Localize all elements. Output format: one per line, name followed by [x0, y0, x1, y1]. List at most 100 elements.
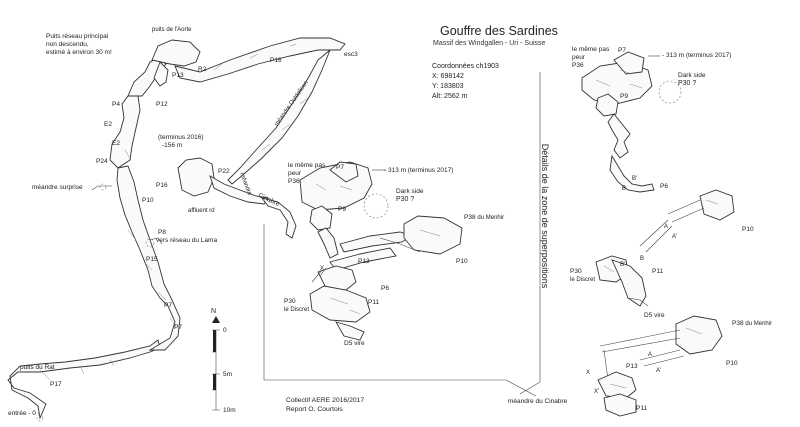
- label-p22: P22: [218, 168, 230, 175]
- label-a-prime-bot: A': [656, 368, 662, 374]
- note-le-meme-right: le même pas peur P36: [572, 46, 609, 70]
- label-b-prime-top: B': [632, 176, 638, 182]
- label-vers-lama: vers réseau du Lama: [156, 237, 218, 244]
- note-line: le Discret: [284, 307, 310, 313]
- label-p7-b: P7: [174, 324, 182, 331]
- main-passage: [7, 37, 346, 422]
- side-title: Détails de la zone de superpositions: [540, 143, 550, 289]
- label-p11-right-mid: P11: [652, 268, 664, 275]
- note-line: P30 ?: [396, 196, 415, 203]
- label-x-right: X: [586, 370, 591, 376]
- note-line: Dark side: [396, 188, 424, 195]
- label-p12: P12: [156, 101, 168, 108]
- note-line: peur: [288, 170, 302, 177]
- divider-line: [519, 72, 541, 395]
- note-line: P30 ?: [678, 80, 697, 87]
- note-terminus-2016: (terminus 2016) -156 m: [158, 134, 204, 150]
- note-line: P36: [288, 178, 300, 185]
- overlay-zone: [299, 161, 463, 341]
- label-p17: P17: [50, 381, 62, 388]
- label-scale-0: 0: [223, 327, 227, 334]
- credits: Collectif AERE 2016/2017 Report O. Court…: [286, 396, 364, 414]
- label-p10-main: P10: [142, 197, 154, 204]
- label-p4: P4: [112, 101, 120, 108]
- label-d5-right: D5 vire: [644, 312, 665, 319]
- label-p10-right-mid: P10: [742, 226, 754, 233]
- label-a-prime-mid: A': [672, 234, 678, 240]
- note-line: le Discret: [570, 277, 596, 283]
- note-line: le même pas: [288, 162, 326, 169]
- label-depth-313-center: - 313 m (terminus 2017): [384, 167, 454, 174]
- label-p10-right-bot: P10: [726, 360, 738, 367]
- detail-panel-middle: [595, 189, 735, 307]
- label-p6-center: P6: [381, 285, 389, 292]
- label-p16-top: P16: [270, 57, 282, 64]
- map-subtitle: Massif des Windgallen - Uri - Suisse: [433, 40, 546, 47]
- label-p9-center: P9: [338, 206, 346, 213]
- detail-panel-top: [581, 51, 682, 193]
- label-depth-313-right: - 313 m (terminus 2017): [662, 52, 732, 59]
- credits-line1: Collectif AERE 2016/2017: [286, 397, 365, 404]
- note-line: -156 m: [162, 142, 183, 149]
- label-scale-10m: 10m: [223, 407, 236, 414]
- map-title: Gouffre des Sardines: [440, 24, 558, 38]
- label-p7-right: P7: [618, 47, 626, 54]
- label-p38-right: P38 du Menhir: [732, 320, 772, 329]
- note-line: non descendu,: [46, 41, 89, 48]
- label-e2-2: E2: [112, 140, 120, 147]
- label-p38-center: P38 du Menhir: [464, 214, 504, 223]
- label-a-bot: A: [648, 352, 653, 358]
- note-line: Puits réseau principal: [46, 33, 109, 40]
- note-line: estimé à environ 30 m!: [46, 49, 112, 56]
- label-p8: P8: [158, 229, 166, 236]
- label-entree: entrée - 0 -: [8, 410, 40, 417]
- label-p13-center: P13: [358, 258, 370, 265]
- note-dark-side-right: Dark side P30 ?: [678, 72, 705, 88]
- label-p24: P24: [96, 158, 108, 165]
- label-meandre-surprise: méandre surprise: [32, 184, 83, 191]
- note-dark-side-center: Dark side P30 ?: [396, 188, 423, 204]
- menhir-text: du Menhir: [477, 215, 505, 221]
- credits-line2: Report O. Courtois: [286, 406, 343, 413]
- label-b-top: B: [622, 186, 627, 192]
- label-p7-center: P7: [336, 164, 344, 171]
- note-le-meme-center: le même pas peur P36: [288, 162, 325, 186]
- label-e2-1: E2: [104, 121, 112, 128]
- leader-cinabre: [263, 224, 537, 397]
- label-p11-right-bot: P11: [636, 405, 648, 412]
- label-x-center: X: [320, 266, 325, 272]
- note-p30-center: P30 le Discret: [284, 298, 309, 314]
- note-line: P30: [284, 298, 296, 305]
- label-p10-center: P10: [456, 258, 468, 265]
- note-line: peur: [572, 54, 586, 61]
- label-d5-center: D5 vire: [344, 340, 365, 347]
- label-p7-a: P7: [164, 302, 172, 309]
- note-line: le même pas: [572, 46, 610, 53]
- label-b-mid: B: [640, 256, 645, 262]
- label-puits-aorte: puits de l'Aorte: [152, 27, 192, 33]
- label-p9-right: P9: [620, 93, 628, 100]
- label-puits-rat: puits du Rat: [20, 364, 55, 371]
- label-scale-5m: 5m: [223, 371, 233, 378]
- note-line: Dark side: [678, 72, 706, 79]
- coord-alt: Alt: 2562 m: [432, 93, 468, 100]
- label-esc3: esc3: [344, 51, 358, 58]
- label-north: N: [211, 308, 217, 315]
- coords-title: Coordonnées ch1903: [432, 63, 499, 70]
- p38-text: P38: [732, 320, 744, 327]
- menhir-text: du Menhir: [745, 321, 773, 327]
- label-b-prime-mid: B': [620, 262, 626, 268]
- note-p30-right: P30 le Discret: [570, 268, 595, 284]
- label-x-prime-right: X': [594, 389, 600, 395]
- label-p15: P15: [146, 256, 158, 263]
- label-p11-center: P11: [368, 299, 380, 306]
- note-puits-reseau: Puits réseau principal non descendu, est…: [46, 33, 112, 57]
- detail-panel-bottom: [597, 315, 723, 417]
- coord-y: Y: 183803: [432, 83, 464, 90]
- coordinates-block: Coordonnées ch1903 X: 698142 Y: 183803 A…: [432, 62, 499, 102]
- label-r2: R2: [198, 66, 207, 73]
- label-p6-right: P6: [660, 183, 668, 190]
- note-line: P30: [570, 268, 582, 275]
- scale-bar: [212, 316, 220, 411]
- label-p13: P13: [172, 72, 184, 79]
